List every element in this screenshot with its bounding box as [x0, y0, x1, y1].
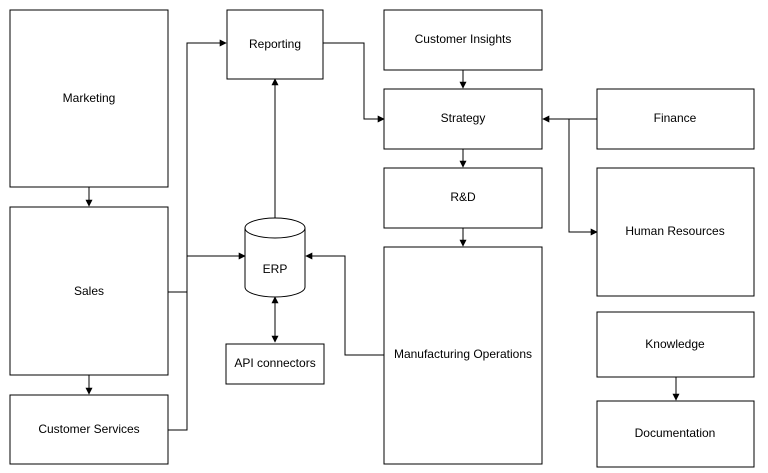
node-customer-services-label: Customer Services	[38, 422, 139, 436]
node-human-resources-label: Human Resources	[625, 224, 724, 238]
node-finance-label: Finance	[654, 111, 697, 125]
node-reporting-label: Reporting	[249, 37, 301, 51]
edge-customer-services-to-reporting	[168, 292, 188, 431]
node-finance: Finance	[596, 88, 755, 150]
node-knowledge-label: Knowledge	[645, 337, 705, 351]
node-api-connectors: API connectors	[225, 343, 325, 385]
edge-reporting-to-strategy	[323, 42, 385, 123]
node-marketing-label: Marketing	[63, 91, 116, 105]
node-erp: ERP	[244, 217, 306, 298]
node-strategy-label: Strategy	[441, 111, 486, 125]
node-strategy: Strategy	[383, 88, 543, 150]
edges	[85, 39, 680, 431]
node-human-resources: Human Resources	[596, 167, 755, 297]
node-reporting: Reporting	[226, 9, 324, 80]
node-sales: Sales	[9, 206, 169, 376]
node-customer-insights: Customer Insights	[383, 9, 543, 71]
node-customer-services: Customer Services	[9, 394, 169, 465]
node-documentation: Documentation	[596, 400, 755, 468]
node-rnd: R&D	[383, 167, 543, 229]
node-api-connectors-label: API connectors	[234, 356, 315, 370]
node-marketing: Marketing	[9, 9, 169, 188]
node-knowledge: Knowledge	[596, 311, 755, 378]
node-manufacturing-operations: Manufacturing Operations	[383, 246, 543, 465]
node-customer-insights-label: Customer Insights	[415, 32, 512, 46]
edge-manufacturing-to-erp	[305, 252, 384, 356]
node-sales-label: Sales	[74, 284, 104, 298]
node-rnd-label: R&D	[450, 190, 476, 204]
edge-sales-to-reporting	[168, 39, 227, 293]
node-erp-label: ERP	[263, 262, 288, 276]
node-documentation-label: Documentation	[635, 426, 716, 440]
edge-finance-to-human-resources	[568, 119, 598, 236]
node-manufacturing-operations-label: Manufacturing Operations	[394, 347, 532, 361]
